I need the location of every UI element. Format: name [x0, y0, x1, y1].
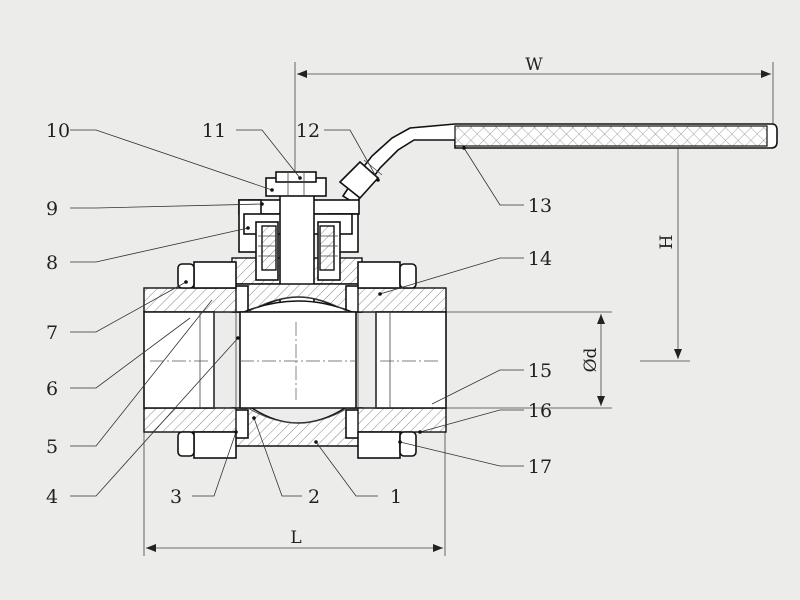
callout-10: 10 [46, 120, 70, 142]
callout-5: 5 [46, 436, 58, 458]
callout-13: 13 [528, 195, 552, 217]
bonnet [231, 199, 363, 285]
callout-7: 7 [46, 322, 58, 344]
callout-12: 12 [296, 120, 320, 142]
callout-14: 14 [528, 248, 552, 270]
center-lines [150, 322, 440, 400]
callout-15: 15 [528, 360, 552, 382]
ball [239, 296, 357, 424]
leader-lines [70, 129, 524, 497]
callout-dots [184, 146, 466, 444]
valve-body [231, 283, 363, 447]
callout-17: 17 [528, 456, 552, 478]
callout-8: 8 [46, 252, 58, 274]
callout-4: 4 [46, 486, 58, 508]
callout-3: 3 [170, 486, 182, 508]
handle [338, 123, 778, 206]
callout-9: 9 [46, 198, 58, 220]
callout-1: 1 [390, 486, 402, 508]
dimension-labels: W L H Ød [290, 55, 677, 548]
callout-6: 6 [46, 378, 58, 400]
callout-2: 2 [308, 486, 320, 508]
callout-16: 16 [528, 400, 552, 422]
dimension-lines [146, 70, 771, 552]
right-end-cap [357, 261, 447, 459]
dimension-w-label: W [525, 55, 543, 75]
callout-11: 11 [202, 120, 226, 142]
dimension-h-label: H [657, 235, 677, 250]
dimension-l-label: L [290, 528, 301, 548]
left-end-cap [143, 261, 237, 459]
callout-labels: 10 11 12 9 8 7 6 5 4 3 2 1 13 14 15 16 1… [46, 120, 552, 508]
dimension-d-label: Ød [581, 347, 601, 372]
